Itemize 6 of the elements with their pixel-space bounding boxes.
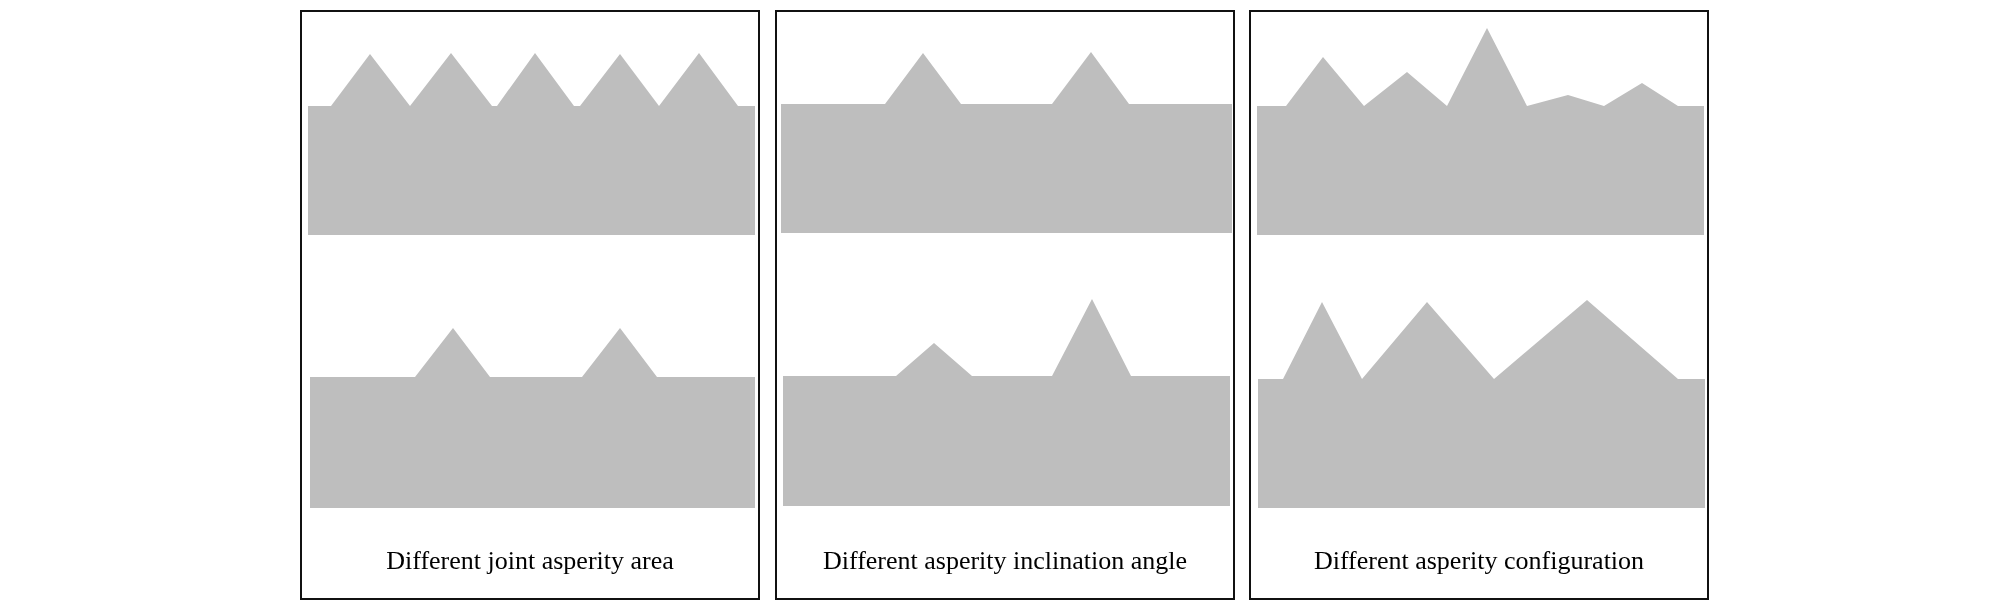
figure-panel	[775, 10, 1235, 600]
panel-caption: Different asperity inclination angle	[822, 546, 1188, 575]
panel-caption: Different asperity configuration	[1313, 546, 1645, 575]
figure-panel	[1249, 10, 1709, 600]
panel-caption: Different joint asperity area	[386, 546, 674, 575]
figure-panel	[300, 10, 760, 600]
